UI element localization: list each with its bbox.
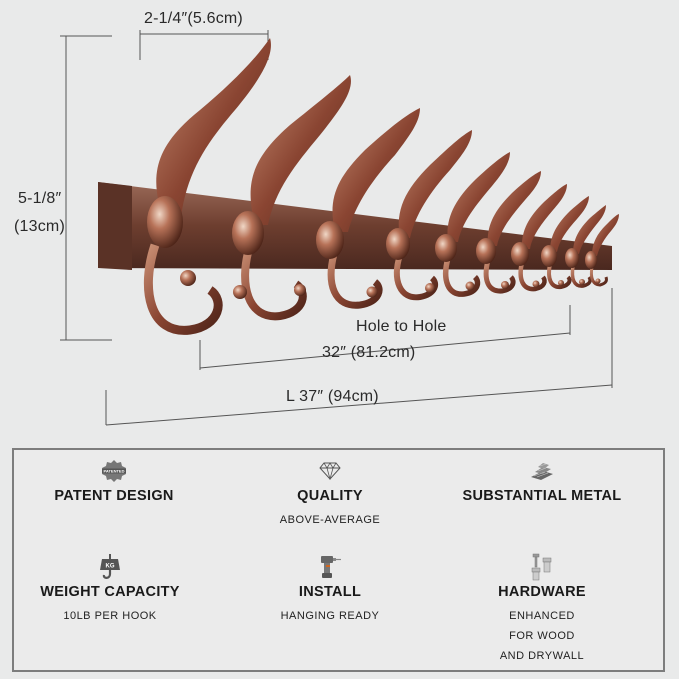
screws-anchors-icon	[522, 552, 562, 582]
feature-subtitle: ABOVE-AVERAGE	[279, 514, 381, 526]
diamond-icon	[310, 456, 350, 486]
feature-weight-capacity: KG WEIGHT CAPACITY 10LB PER HOOK	[10, 552, 210, 626]
feature-title: HARDWARE	[498, 584, 586, 600]
feature-subtitle: HANGING READY	[280, 610, 380, 622]
feature-install: INSTALL HANGING READY	[230, 552, 430, 626]
product-illustration: 2-1/4″(5.6cm) 5-1/8″ (13cm) Hole to Hole…	[14, 10, 619, 426]
feature-quality: QUALITY ABOVE-AVERAGE	[230, 456, 430, 530]
feature-subtitle: 10LB PER HOOK	[63, 610, 157, 622]
hole-to-hole-label: Hole to Hole	[356, 318, 447, 335]
hole-to-hole-value: 32″ (81.2cm)	[322, 344, 416, 361]
metal-bars-icon	[522, 456, 562, 486]
svg-text:KG: KG	[106, 564, 115, 570]
feature-subtitle: ENHANCED FOR WOOD AND DRYWALL	[499, 610, 585, 662]
coat-rack-image	[60, 30, 619, 426]
feature-title: PATENT DESIGN	[54, 488, 174, 504]
feature-patent-design: PATENTED PATENT DESIGN	[14, 456, 214, 510]
drill-icon	[310, 552, 350, 582]
hook-width-label: 2-1/4″(5.6cm)	[144, 10, 243, 27]
svg-text:PATENTED: PATENTED	[104, 469, 125, 474]
feature-title: SUBSTANTIAL METAL	[462, 488, 622, 504]
weight-hook-icon: KG	[90, 552, 130, 582]
feature-title: WEIGHT CAPACITY	[40, 584, 180, 600]
height-label-line2: (13cm)	[14, 218, 65, 235]
height-label-line1: 5-1/8″	[18, 190, 62, 207]
overall-length-label: L 37″ (94cm)	[286, 388, 379, 405]
feature-title: QUALITY	[297, 488, 363, 504]
hooks	[144, 38, 619, 335]
features-panel: PATENTED PATENT DESIGN QUALITY ABOVE-AVE…	[12, 448, 665, 672]
feature-substantial-metal: SUBSTANTIAL METAL	[442, 456, 642, 510]
patent-badge-icon: PATENTED	[94, 456, 134, 486]
dimension-lines	[60, 30, 613, 426]
feature-hardware: HARDWARE ENHANCED FOR WOOD AND DRYWALL	[442, 552, 642, 666]
feature-title: INSTALL	[298, 584, 362, 600]
